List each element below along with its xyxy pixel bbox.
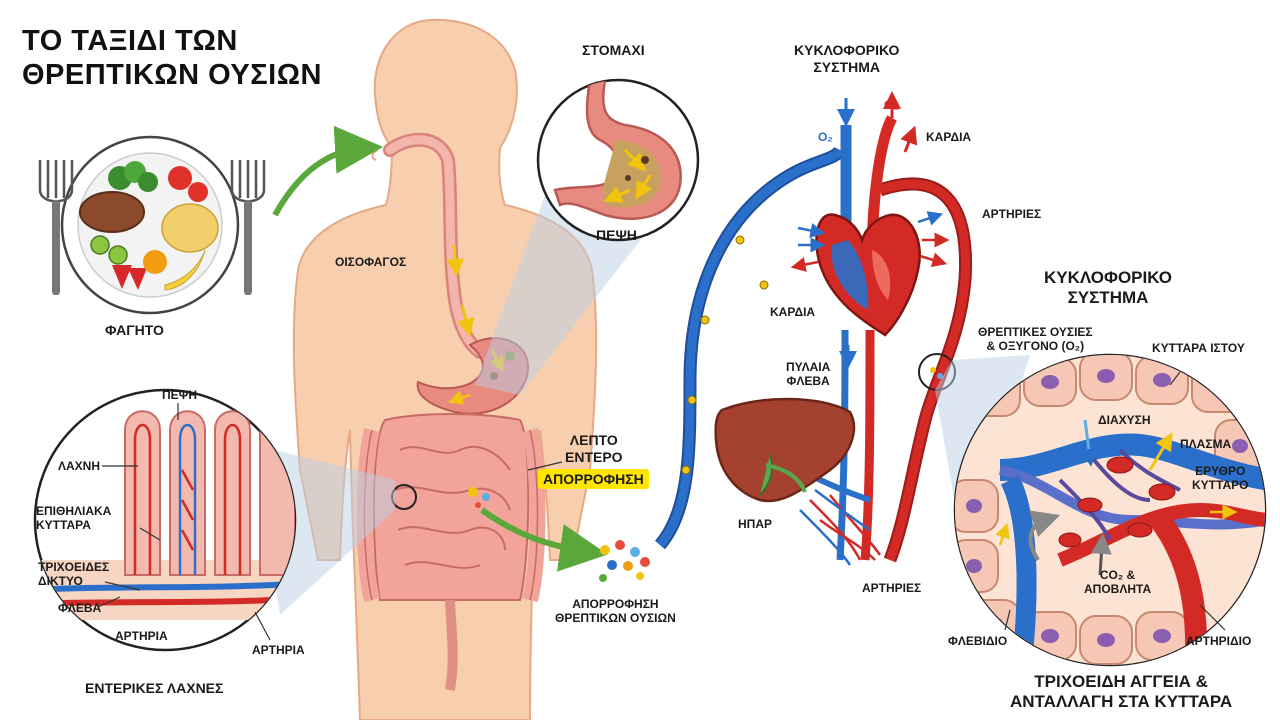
rbc-line-1: ΕΡΥΘΡΟ	[1192, 464, 1248, 478]
heart-top-arrow	[905, 134, 912, 152]
heart-label-left: ΚΑΡΔΙΑ	[770, 305, 815, 319]
nutrient-dots	[599, 540, 650, 582]
food-label: ΦΑΓΗΤΟ	[105, 322, 164, 339]
small-intestine-label: ΛΕΠΤΟ ΕΝΤΕΡΟ	[565, 432, 623, 466]
venule-label: ΦΛΕΒΙΔΙΟ	[948, 634, 1007, 648]
artery-label-2: ΑΡΤΗΡΙΑ	[252, 643, 305, 657]
nutrient-abs-line-2: ΘΡΕΠΤΙΚΩΝ ΟΥΣΙΩΝ	[555, 611, 676, 625]
food-to-mouth-arrow	[275, 148, 365, 215]
o2-red-label: O₂	[884, 98, 899, 112]
exchange-title-line-1: ΚΥΚΛΟΦΟΡΙΚΟ	[1044, 268, 1172, 288]
small-intestine-line-1: ΛΕΠΤΟ	[565, 432, 623, 449]
absorption-highlight: ΑΠΟΡΡΟΦΗΣΗ	[538, 469, 649, 489]
villus-label: ΛΑΧΝΗ	[58, 459, 100, 473]
villi-title: ΕΝΤΕΡΙΚΕΣ ΛΑΧΝΕΣ	[85, 680, 223, 697]
exchange-footer: ΤΡΙΧΟΕΙΔΗ ΑΓΓΕΙΑ & ΑΝΤΑΛΛΑΓΗ ΣΤΑ ΚΥΤΤΑΡΑ	[1010, 672, 1232, 712]
plasma-label: ΠΛΑΣΜΑ	[1180, 437, 1231, 451]
circulation-title-line-2: ΣΥΣΤΗΜΑ	[794, 59, 899, 76]
food-plate	[40, 137, 264, 313]
villi-digestion-label: ΠΕΨΗ	[162, 388, 197, 402]
exchange-inset	[935, 350, 1270, 680]
esophagus-label: ΟΙΣΟΦΑΓΟΣ	[335, 255, 406, 269]
title-line-2: ΘΡΕΠΤΙΚΩΝ ΟΥΣΙΩΝ	[22, 58, 322, 92]
capillary-line-2: ΔΙΚΤΥΟ	[38, 574, 109, 588]
exchange-title: ΚΥΚΛΟΦΟΡΙΚΟ ΣΥΣΤΗΜΑ	[1044, 268, 1172, 308]
title-line-1: ΤΟ ΤΑΞΙΔΙ ΤΩΝ	[22, 24, 322, 58]
vein-label: ΦΛΕΒΑ	[58, 601, 101, 615]
circulation-vessels	[660, 118, 966, 565]
arteries-label-bottom: ΑΡΤΗΡΙΕΣ	[862, 581, 921, 595]
arteriole-label: ΑΡΤΗΡΙΔΙΟ	[1186, 634, 1251, 648]
co2-line-2: ΑΠΟΒΛΗΤΑ	[1084, 582, 1151, 596]
stomach-digestion-label: ΠΕΨΗ	[596, 227, 637, 244]
nutrients-line-2: & ΟΞΥΓΟΝΟ (O₂)	[978, 339, 1093, 353]
nutrients-line-1: ΘΡΕΠΤΙΚΕΣ ΟΥΣΙΕΣ	[978, 325, 1093, 339]
epithelial-cells-label: ΕΠΙΘΗΛΙΑΚΑ ΚΥΤΤΑΡΑ	[36, 504, 111, 532]
rbc-line-2: ΚΥΤΤΑΡΟ	[1192, 478, 1248, 492]
circulation-title-line-1: ΚΥΚΛΟΦΟΡΙΚΟ	[794, 42, 899, 59]
heart-organ	[798, 215, 942, 335]
main-title: ΤΟ ΤΑΞΙΔΙ ΤΩΝ ΘΡΕΠΤΙΚΩΝ ΟΥΣΙΩΝ	[22, 24, 322, 92]
liver-label: ΗΠΑΡ	[738, 517, 772, 531]
nutrients-oxygen-label: ΘΡΕΠΤΙΚΕΣ ΟΥΣΙΕΣ & ΟΞΥΓΟΝΟ (O₂)	[978, 325, 1093, 353]
tissue-cells-label: ΚΥΤΤΑΡΑ ΙΣΤΟΥ	[1152, 341, 1245, 355]
portal-line-1: ΠΥΛΑΙΑ	[786, 360, 830, 374]
small-intestine-line-2: ΕΝΤΕΡΟ	[565, 449, 623, 466]
epithelial-line-2: ΚΥΤΤΑΡΑ	[36, 518, 111, 532]
magnify-dot-1	[930, 367, 936, 373]
co2-waste-label: CO₂ & ΑΠΟΒΛΗΤΑ	[1084, 568, 1151, 596]
artery-label-1: ΑΡΤΗΡΙΑ	[115, 629, 168, 643]
capillary-line-1: ΤΡΙΧΟΕΙΔΕΣ	[38, 560, 109, 574]
exchange-footer-line-1: ΤΡΙΧΟΕΙΔΗ ΑΓΓΕΙΑ &	[1010, 672, 1232, 692]
o2-blue-label: O₂	[818, 130, 833, 144]
arteries-label-top: ΑΡΤΗΡΙΕΣ	[982, 207, 1041, 221]
portal-line-2: ΦΛΕΒΑ	[786, 374, 830, 388]
rbc-label: ΕΡΥΘΡΟ ΚΥΤΤΑΡΟ	[1192, 464, 1248, 492]
circulation-title: ΚΥΚΛΟΦΟΡΙΚΟ ΣΥΣΤΗΜΑ	[794, 42, 899, 76]
epithelial-line-1: ΕΠΙΘΗΛΙΑΚΑ	[36, 504, 111, 518]
co2-line-1: CO₂ &	[1084, 568, 1151, 582]
stomach-title: ΣΤΟΜΑΧΙ	[582, 42, 645, 59]
portal-vein-label: ΠΥΛΑΙΑ ΦΛΕΒΑ	[786, 360, 830, 388]
heart-label-top: ΚΑΡΔΙΑ	[926, 130, 971, 144]
diffusion-label: ΔΙΑΧΥΣΗ	[1098, 413, 1151, 427]
exchange-title-line-2: ΣΥΣΤΗΜΑ	[1044, 288, 1172, 308]
exchange-footer-line-2: ΑΝΤΑΛΛΑΓΗ ΣΤΑ ΚΥΤΤΑΡΑ	[1010, 692, 1232, 712]
nutrient-absorption-label: ΑΠΟΡΡΟΦΗΣΗ ΘΡΕΠΤΙΚΩΝ ΟΥΣΙΩΝ	[555, 597, 676, 625]
nutrient-abs-line-1: ΑΠΟΡΡΟΦΗΣΗ	[555, 597, 676, 611]
absorption-badge: ΑΠΟΡΡΟΦΗΣΗ	[538, 472, 649, 487]
capillary-network-label: ΤΡΙΧΟΕΙΔΕΣ ΔΙΚΤΥΟ	[38, 560, 109, 588]
